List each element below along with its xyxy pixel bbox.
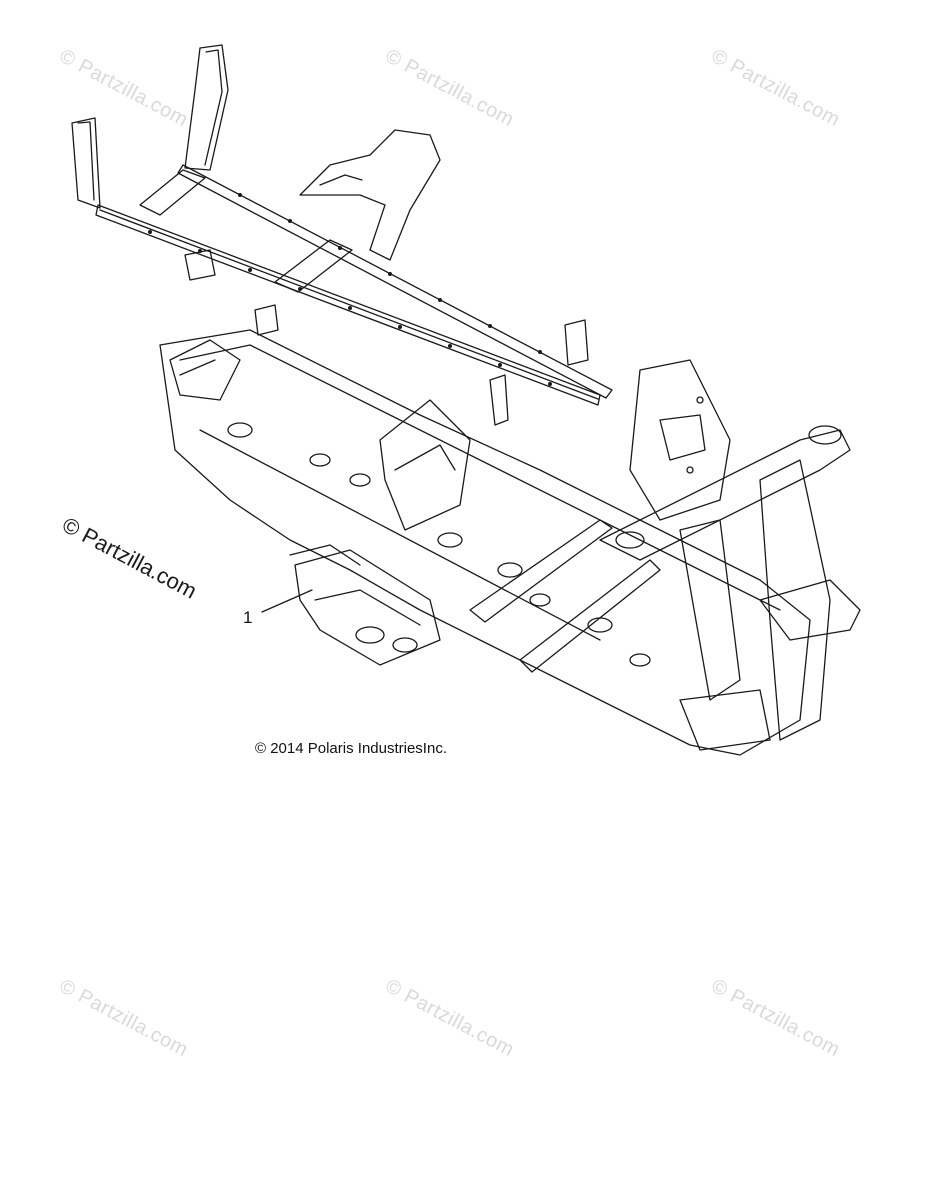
front-step-plate xyxy=(294,549,441,666)
upper-left-rail xyxy=(95,204,601,406)
diagonal-brace-2 xyxy=(519,559,661,673)
front-frame-sides xyxy=(679,459,831,741)
floor-holes xyxy=(227,422,651,667)
front-tower xyxy=(629,359,731,521)
rear-upright-left xyxy=(71,117,101,209)
front-upper-crossbar xyxy=(599,425,851,561)
diagonal-brace xyxy=(469,519,613,623)
rear-upright-right xyxy=(184,44,229,171)
callout-leader-line xyxy=(261,589,313,613)
rail-holes xyxy=(148,193,552,386)
callout-label-1: 1 xyxy=(243,608,253,627)
front-bumper xyxy=(679,579,861,751)
rear-crossbar xyxy=(139,169,206,216)
console-upright xyxy=(379,399,471,531)
lower-floor-frame xyxy=(159,329,811,756)
mid-crossbar xyxy=(274,239,353,293)
upper-right-rail xyxy=(177,164,613,399)
rear-lower-bracket xyxy=(169,339,241,401)
seat-bracket xyxy=(299,129,441,261)
copyright-text: © 2014 Polaris IndustriesInc. xyxy=(255,740,447,757)
